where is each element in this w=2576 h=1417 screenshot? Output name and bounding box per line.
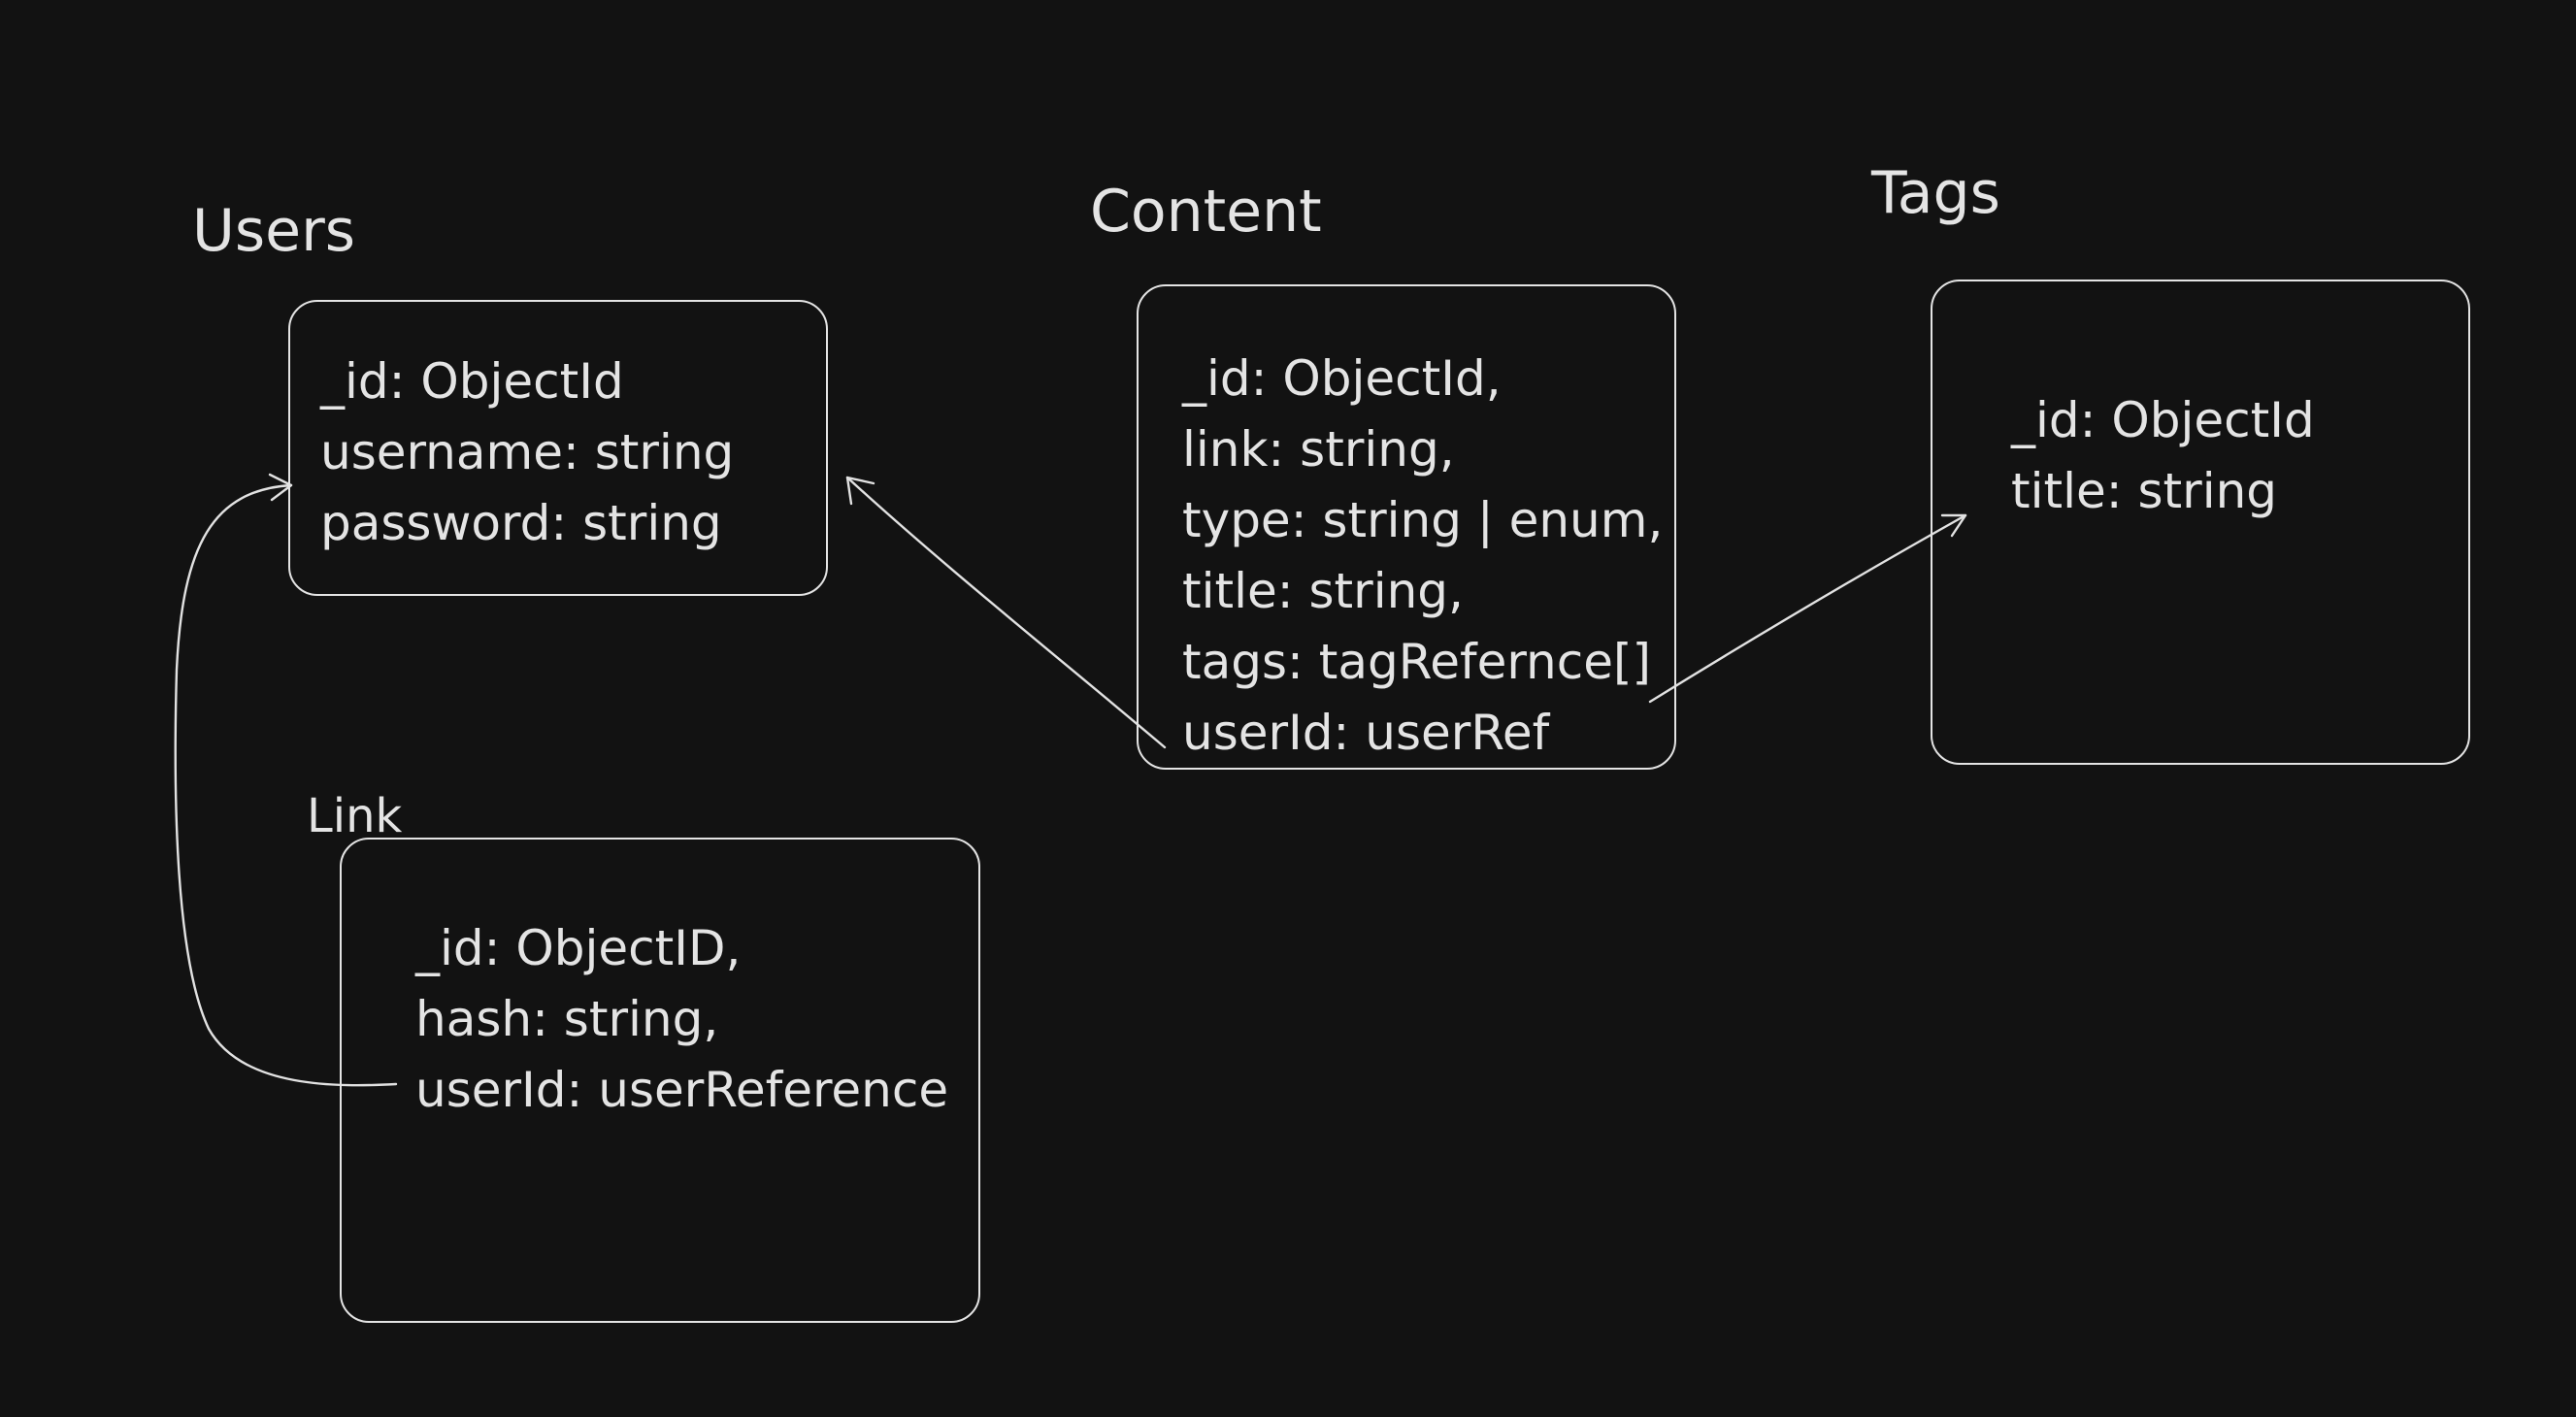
users-field-username: username: string bbox=[320, 424, 735, 480]
arrow-content-to-tags-line bbox=[1648, 513, 1967, 704]
users-field-password: password: string bbox=[320, 495, 722, 551]
arrow-content-to-tags bbox=[1648, 513, 1967, 704]
users-box bbox=[288, 300, 828, 596]
tags-field-title: title: string bbox=[2011, 463, 2278, 519]
arrow-content-to-users bbox=[845, 476, 1167, 749]
tags-box bbox=[1931, 280, 2470, 765]
link-field-hash: hash: string, bbox=[415, 991, 719, 1047]
link-fields: _id: ObjectID, hash: string, userId: use… bbox=[415, 913, 948, 1126]
users-title: Users bbox=[192, 197, 356, 265]
tags-field-id: _id: ObjectId bbox=[2011, 392, 2315, 448]
content-title: Content bbox=[1090, 178, 1322, 246]
content-field-title: title: string, bbox=[1182, 563, 1464, 619]
link-field-id: _id: ObjectID, bbox=[415, 920, 742, 976]
users-fields: _id: ObjectId username: string password:… bbox=[320, 346, 734, 559]
content-field-type: type: string | enum, bbox=[1182, 492, 1664, 548]
content-field-link: link: string, bbox=[1182, 421, 1455, 478]
link-title: Link bbox=[307, 789, 403, 843]
users-field-id: _id: ObjectId bbox=[320, 353, 624, 410]
link-field-userid: userId: userReference bbox=[415, 1062, 949, 1118]
content-field-id: _id: ObjectId, bbox=[1182, 350, 1502, 407]
content-field-tags: tags: tagRefernce[] bbox=[1182, 634, 1652, 690]
link-box bbox=[340, 838, 980, 1323]
arrow-content-to-users-head bbox=[845, 476, 875, 506]
arrow-content-to-users-line bbox=[845, 476, 1167, 749]
tags-title: Tags bbox=[1871, 159, 2000, 227]
content-fields: _id: ObjectId, link: string, type: strin… bbox=[1182, 344, 1663, 769]
content-box bbox=[1137, 284, 1676, 770]
content-field-userid: userId: userRef bbox=[1182, 705, 1550, 761]
tags-fields: _id: ObjectId title: string bbox=[2011, 385, 2315, 527]
